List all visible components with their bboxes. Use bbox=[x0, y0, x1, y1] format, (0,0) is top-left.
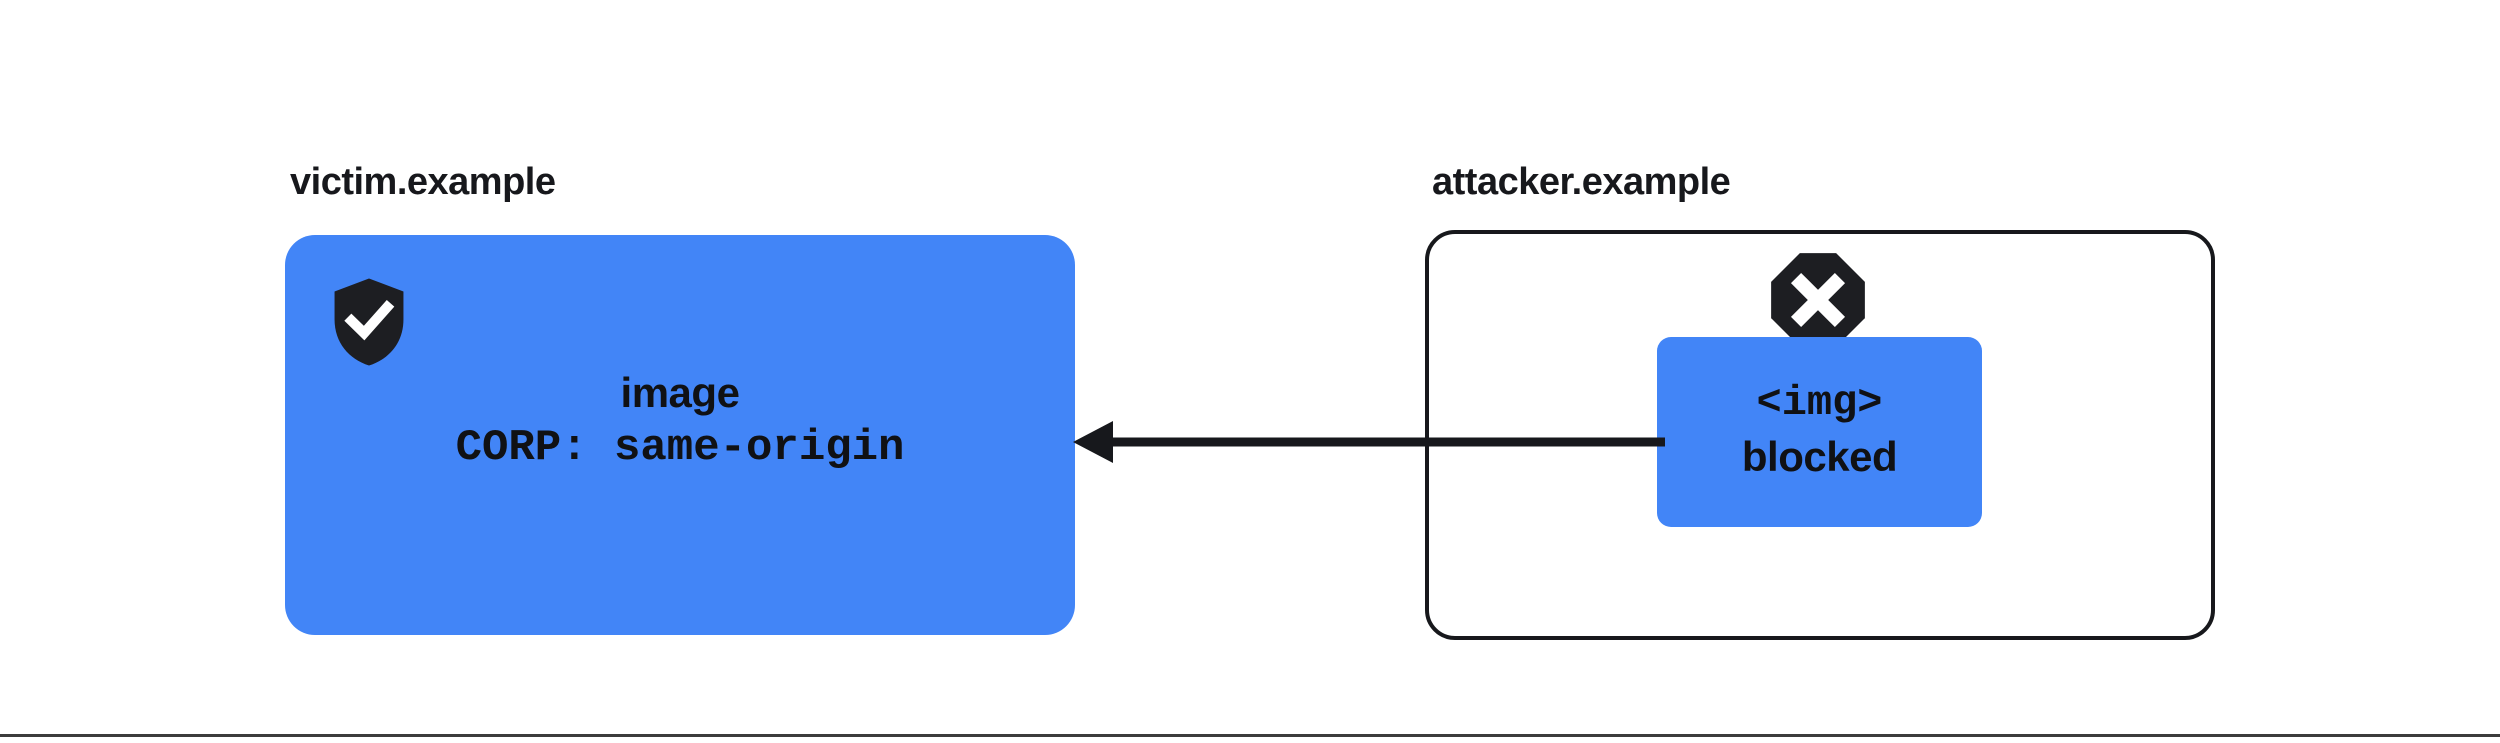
shield-check-icon bbox=[330, 272, 408, 372]
blocked-resource-card bbox=[1657, 337, 1982, 527]
origin-box-victim bbox=[285, 235, 1075, 635]
blocked-request-arrow bbox=[1065, 412, 1665, 472]
block-octagon-x-icon bbox=[1768, 250, 1868, 350]
bottom-divider bbox=[0, 734, 2500, 737]
origin-label-victim: victim.example bbox=[290, 161, 556, 203]
origin-label-attacker: attacker.example bbox=[1432, 161, 1731, 203]
